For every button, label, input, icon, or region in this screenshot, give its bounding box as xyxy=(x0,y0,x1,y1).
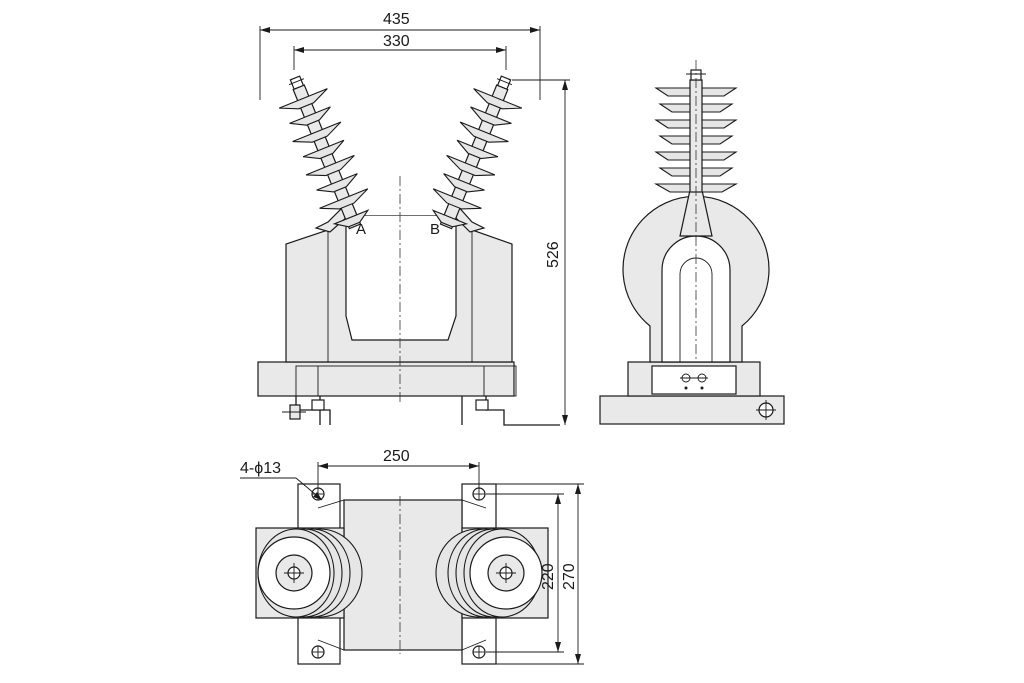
top-view: 250 4-ϕ13 220 270 xyxy=(240,448,584,665)
front-view: A B xyxy=(257,11,570,426)
right-insulator xyxy=(431,75,523,230)
side-view xyxy=(599,60,785,425)
dimension-250-label: 250 xyxy=(383,448,410,465)
dimension-526-label: 526 xyxy=(545,241,562,268)
top-left-insulator xyxy=(257,528,363,618)
front-base-inner xyxy=(295,365,517,397)
dimension-330-label: 330 xyxy=(383,33,410,50)
dimension-435-label: 435 xyxy=(383,11,410,28)
dimension-270: 270 xyxy=(496,483,584,665)
hole-callout: 4-ϕ13 xyxy=(240,460,323,501)
side-insulator xyxy=(653,60,739,237)
dimension-270-label: 270 xyxy=(561,563,578,590)
front-mounting-feet xyxy=(282,396,560,426)
left-insulator xyxy=(278,75,370,230)
terminal-a-label: A xyxy=(356,221,366,238)
dimension-435: 435 xyxy=(259,11,541,100)
dimension-220: 220 xyxy=(486,493,564,653)
terminal-b-label: B xyxy=(430,221,440,238)
top-right-insulator xyxy=(435,528,543,618)
dimension-526: 526 xyxy=(512,79,570,425)
front-base-plate xyxy=(257,361,515,397)
hole-callout-label: 4-ϕ13 xyxy=(240,460,281,477)
dimension-220-label: 220 xyxy=(540,563,557,590)
dimension-330: 330 xyxy=(293,33,507,70)
dimension-250: 250 xyxy=(317,448,480,488)
